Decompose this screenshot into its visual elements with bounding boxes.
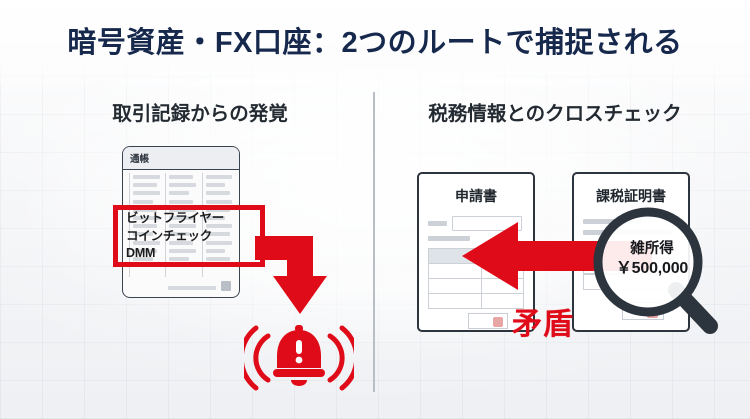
- passbook-document: 通帳: [122, 146, 240, 298]
- passbook-footer: [131, 281, 231, 291]
- application-document-title: 申請書: [455, 188, 497, 204]
- passbook-text-line: [169, 248, 196, 253]
- passbook-text-line: [169, 232, 189, 237]
- passbook-text-line: [133, 199, 153, 204]
- exchange-name-2: コインチェック: [126, 228, 213, 243]
- elbow-arrow: [255, 218, 375, 338]
- passbook-text-line: [205, 224, 233, 229]
- passbook-text-line: [205, 183, 226, 188]
- passbook-text-line: [133, 240, 160, 245]
- alert-bell: [238, 318, 360, 398]
- passbook-text-line: [205, 256, 230, 261]
- passbook-text-line: [205, 240, 233, 245]
- passbook-text-line: [133, 248, 158, 253]
- passbook-text-line: [169, 199, 194, 204]
- passbook-text-line: [205, 248, 226, 253]
- passbook-text-line: [133, 224, 158, 229]
- passbook-text-line: [205, 215, 226, 220]
- alarm-bell-icon: [238, 325, 360, 391]
- passbook-text-line: [169, 224, 196, 229]
- table-cell: [429, 279, 482, 293]
- left-panel-heading: 取引記録からの発覚: [112, 103, 288, 125]
- passbook-header-bar: [123, 147, 239, 170]
- passbook-text-line: [169, 175, 194, 179]
- exchange-names-list: ビットフライヤー コインチェック DMM: [126, 210, 262, 263]
- passbook-text-line: [169, 215, 194, 220]
- passbook-column: [201, 173, 233, 277]
- passbook-text-line: [133, 175, 160, 179]
- passbook-text-line: [133, 183, 158, 188]
- passbook-text-line: [169, 240, 194, 245]
- magnifying-glass-icon: [593, 207, 718, 334]
- passbook-text-line: [205, 191, 230, 196]
- exchange-name-3: DMM: [126, 246, 156, 260]
- field-input: [452, 216, 522, 231]
- left-arrow-icon: [462, 222, 652, 290]
- panel-divider: [373, 92, 375, 392]
- passbook-text-line: [205, 232, 230, 237]
- passbook-text-line: [133, 232, 153, 237]
- application-stamp-box: [468, 313, 508, 329]
- tax-certificate-title: 課税証明書: [596, 188, 666, 204]
- passbook-footer-bar: [168, 286, 216, 290]
- table-cell: [429, 294, 482, 308]
- passbook-text-line: [205, 199, 233, 204]
- page-title: 暗号資産・FX口座：2つのルートで捕捉される: [67, 27, 683, 59]
- magnifier: [592, 206, 727, 341]
- passbook-text-line: [169, 191, 189, 196]
- right-panel-heading: 税務情報とのクロスチェック: [428, 103, 682, 125]
- passbook-footer-chip: [221, 281, 231, 291]
- passbook-text-line: [133, 256, 153, 261]
- passbook-text-line: [133, 215, 160, 220]
- table-row: [429, 264, 523, 279]
- application-field-row-2: [428, 236, 470, 241]
- field-label: [428, 221, 447, 226]
- passbook-text-line: [133, 191, 160, 196]
- cross-check-arrow: [462, 220, 652, 292]
- passbook-text-line: [205, 175, 233, 179]
- application-field-row-1: [428, 216, 522, 231]
- table-row: [429, 294, 523, 308]
- passbook-text-line: [169, 256, 189, 261]
- field-label: [428, 236, 470, 241]
- table-cell: [429, 264, 482, 278]
- passbook-label: 通帳: [130, 154, 150, 165]
- elbow-arrow-icon: [255, 236, 327, 314]
- exchange-name-1: ビットフライヤー: [126, 211, 225, 225]
- stamp-mark: [493, 317, 503, 327]
- table-row: [429, 279, 523, 294]
- passbook-text-line: [169, 183, 196, 188]
- contradiction-callout: 矛盾: [512, 308, 574, 341]
